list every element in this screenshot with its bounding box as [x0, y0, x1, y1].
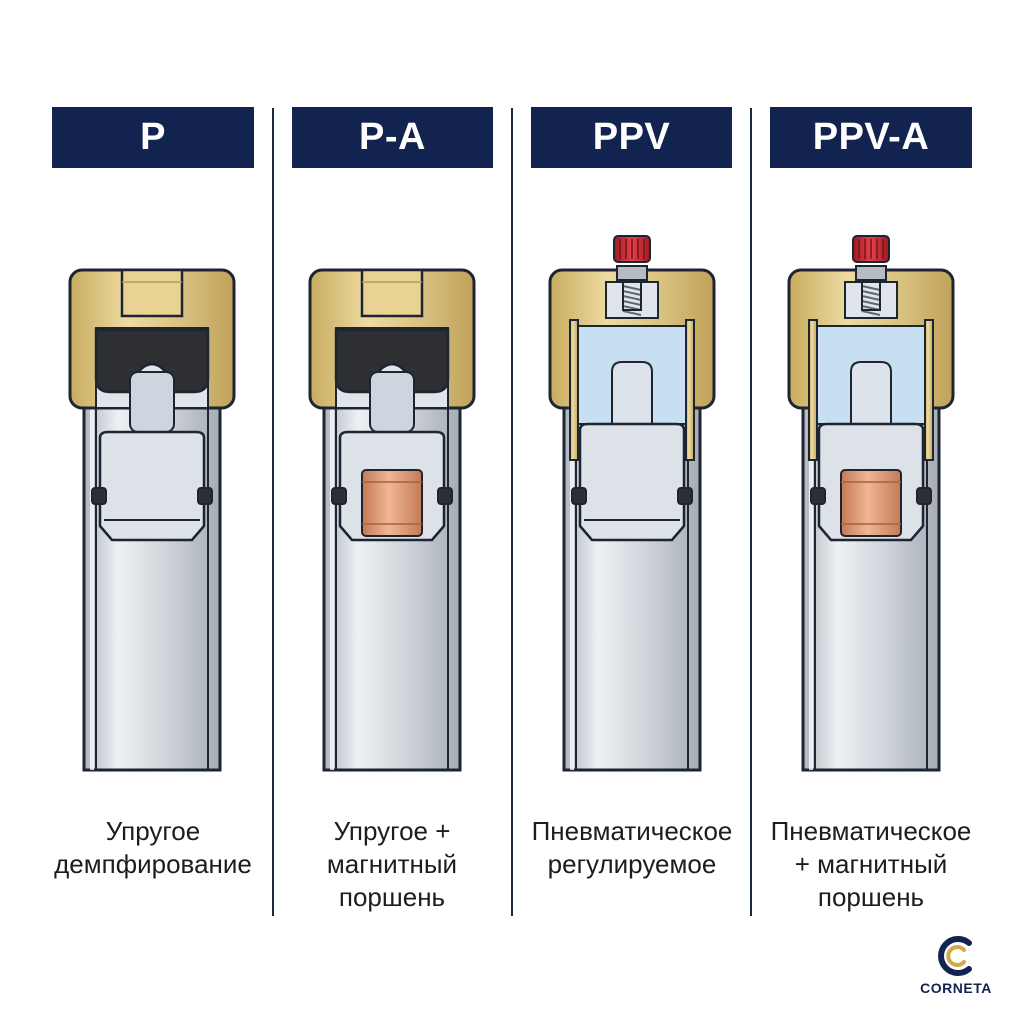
piston-body — [98, 430, 206, 542]
corneta-logo: CORNETA — [906, 934, 1006, 1004]
caption-line: Упругое — [105, 816, 201, 846]
screw-thread — [861, 290, 881, 296]
tube-highlight — [90, 390, 94, 770]
piston-body — [578, 422, 686, 542]
rubber-bumper — [334, 328, 450, 394]
caption-p-a: Упругое + магнитный поршень — [272, 815, 512, 914]
screw-thread — [861, 285, 881, 291]
caption-p: Упругое демпфирование — [33, 815, 273, 881]
seal-left — [331, 487, 347, 505]
divider-3 — [750, 108, 752, 916]
seal-right — [677, 487, 693, 505]
brass-sleeve-right — [685, 319, 695, 461]
tube-highlight — [809, 390, 813, 770]
seal-left — [91, 487, 107, 505]
caption-line: демпфирование — [54, 849, 252, 879]
rubber-bumper — [94, 328, 210, 394]
brand-name: CORNETA — [920, 980, 992, 996]
lock-nut — [855, 265, 887, 281]
variant-code: PPV — [592, 116, 671, 158]
cylinder-ppv — [548, 235, 716, 772]
divider-1 — [272, 108, 274, 916]
caption-line: поршень — [338, 882, 446, 912]
caption-line: Пневматическое — [531, 816, 733, 846]
piston-rod — [369, 371, 415, 433]
screw-thread — [861, 310, 881, 316]
brass-sleeve-left — [808, 319, 818, 461]
brass-sleeve-left — [569, 319, 579, 461]
seal-left — [810, 487, 826, 505]
caption-line: Упругое + — [333, 816, 451, 846]
variant-badge-p: P — [52, 107, 254, 168]
cylinder-p — [68, 268, 236, 772]
screw-thread — [622, 310, 642, 316]
screw-thread — [861, 295, 881, 301]
variant-badge-ppv-a: PPV-A — [770, 107, 972, 168]
seal-right — [197, 487, 213, 505]
screw-thread — [622, 300, 642, 306]
variant-badge-ppv: PPV — [531, 107, 732, 168]
magnet-ring — [840, 469, 902, 537]
piston-rod — [129, 371, 175, 433]
magnet-ring — [361, 469, 423, 537]
caption-ppv-a: Пневматическое + магнитный поршень — [751, 815, 991, 914]
tube-highlight — [330, 390, 334, 770]
divider-2 — [511, 108, 513, 916]
screw-thread — [622, 285, 642, 291]
caption-line: поршень — [817, 882, 925, 912]
caption-line: Пневматическое — [770, 816, 972, 846]
seal-right — [437, 487, 453, 505]
corneta-logo-icon — [938, 936, 972, 976]
cushion-spear — [611, 361, 653, 424]
caption-line: + магнитный — [794, 849, 948, 879]
cylinder-p-a — [308, 268, 476, 772]
lock-nut — [616, 265, 648, 281]
screw-thread — [861, 300, 881, 306]
variant-code: P — [140, 116, 166, 158]
variant-badge-p-a: P-A — [292, 107, 493, 168]
seal-left — [571, 487, 587, 505]
cushion-spear — [850, 361, 892, 424]
caption-ppv: Пневматическое регулируемое — [512, 815, 752, 881]
brass-sleeve-right — [924, 319, 934, 461]
caption-line: регулируемое — [547, 849, 717, 879]
screw-thread — [622, 295, 642, 301]
screw-thread — [622, 290, 642, 296]
variant-code: PPV-A — [812, 116, 930, 158]
seal-right — [916, 487, 932, 505]
caption-line: магнитный — [326, 849, 458, 879]
tube-highlight — [570, 390, 574, 770]
threaded-port — [360, 268, 424, 318]
variant-code: P-A — [359, 116, 426, 158]
cylinder-ppv-a — [787, 235, 955, 772]
threaded-port — [120, 268, 184, 318]
